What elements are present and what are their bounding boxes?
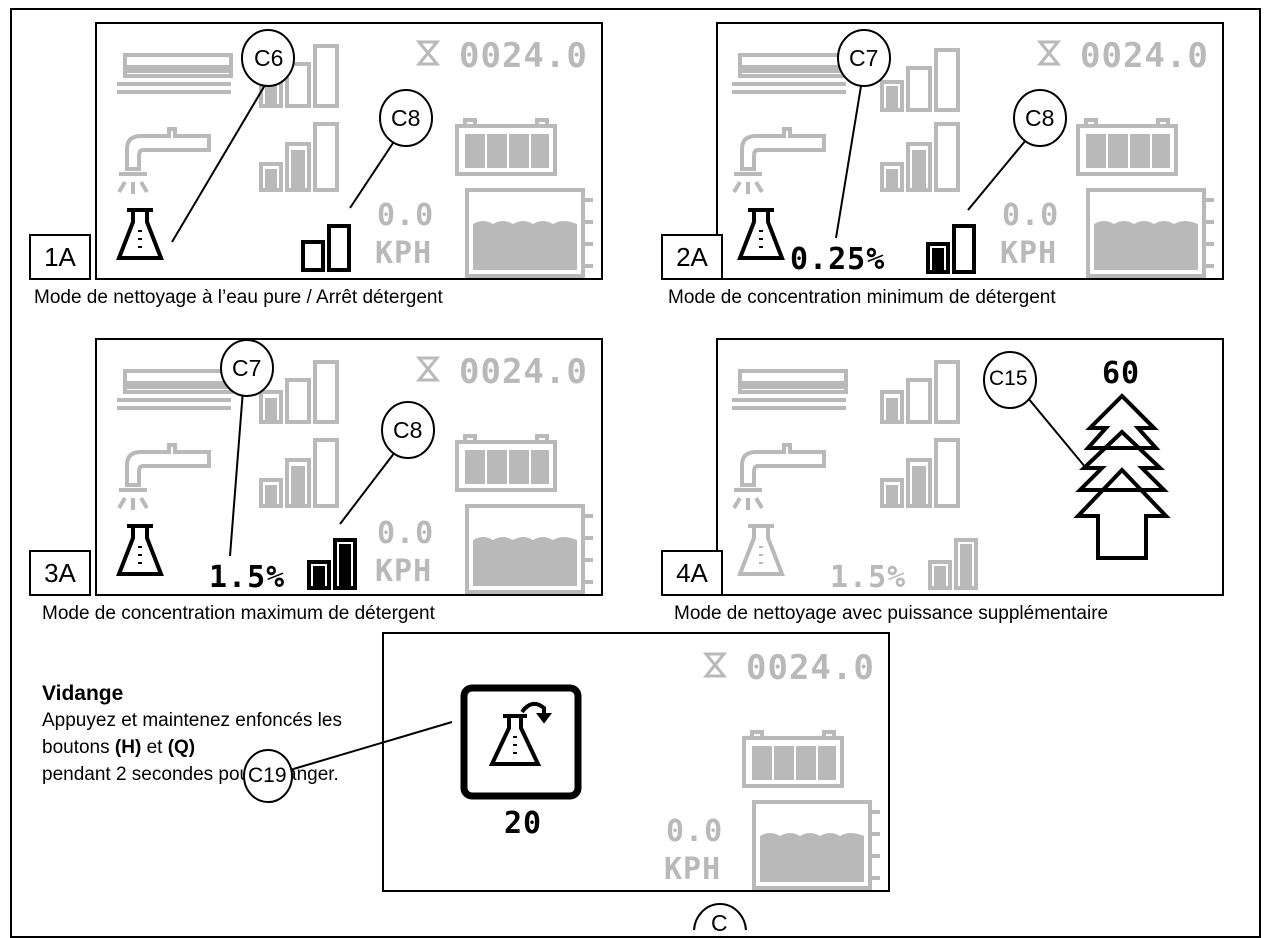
panel-4a-graphics <box>732 360 1171 590</box>
caption-3a: Mode de concentration maximum de déterge… <box>42 603 435 624</box>
hourglass-icon <box>415 40 441 66</box>
speed-unit: KPH <box>1000 236 1058 271</box>
hourglass-icon <box>1036 40 1062 66</box>
hour-meter: 0024.0 <box>746 648 875 688</box>
lcd-panel-1a: 0024.0 0.0 KPH <box>95 22 603 280</box>
mode-tag-1a: 1A <box>29 234 91 280</box>
hour-meter: 0024.0 <box>459 36 588 76</box>
detergent-level-bars-icon <box>301 224 351 272</box>
tank-level-icon <box>752 800 880 890</box>
detergent-flask-icon <box>116 208 164 260</box>
speed-value: 0.0 <box>377 198 435 233</box>
brush-icon <box>117 53 233 94</box>
detergent-level-bars-icon <box>926 224 976 274</box>
speed-unit: KPH <box>664 852 722 887</box>
purge-countdown: 20 <box>504 806 543 841</box>
hourglass-icon <box>415 356 441 382</box>
purge-panel-graphics <box>460 652 880 890</box>
lcd-panel-4a: 60 1.5% <box>716 338 1224 596</box>
speed-value: 0.0 <box>666 814 724 849</box>
detergent-level-bars-icon <box>928 538 978 590</box>
speed-unit: KPH <box>375 554 433 589</box>
brush-icon <box>117 369 233 410</box>
detergent-percent: 1.5% <box>830 560 907 595</box>
battery-icon <box>455 118 557 176</box>
water-flow-bars-icon <box>880 438 960 508</box>
brush-icon <box>732 53 848 94</box>
water-tap-icon <box>117 127 211 194</box>
callout-label-c8-2a: C8 <box>1025 105 1055 131</box>
panel-3a-graphics <box>116 356 593 594</box>
callout-label-c-bottom: C <box>711 910 728 936</box>
battery-icon <box>1076 118 1178 176</box>
lcd-panel-2a: 0.25% 0024.0 0.0 KPH <box>716 22 1224 280</box>
brush-pressure-bars-icon <box>880 48 960 112</box>
callout-label-c7-3a: C7 <box>232 355 262 381</box>
hour-meter: 0024.0 <box>1080 36 1209 76</box>
water-flow-bars-icon <box>259 122 339 192</box>
detergent-flask-icon <box>737 208 785 260</box>
lcd-panel-purge: 0024.0 20 0.0 KPH <box>382 632 890 892</box>
detergent-percent: 1.5% <box>209 560 286 595</box>
battery-icon <box>455 434 557 492</box>
callout-label-c6: C6 <box>254 45 284 71</box>
boost-arrows-icon <box>1073 393 1171 560</box>
battery-icon <box>742 730 844 788</box>
purge-instructions: Vidange Appuyez et maintenez enfoncés le… <box>42 680 382 788</box>
button-q-ref: (Q) <box>167 737 196 758</box>
boost-seconds: 60 <box>1102 356 1141 391</box>
speed-value: 0.0 <box>377 516 435 551</box>
callout-label-c19: C19 <box>248 764 287 787</box>
purge-box-icon <box>460 684 582 800</box>
callout-label-c8-1a: C8 <box>391 105 421 131</box>
detergent-flask-icon <box>116 524 164 576</box>
purge-line-2: boutons (H) et (Q) <box>42 737 196 758</box>
callout-label-c8-3a: C8 <box>393 417 423 443</box>
caption-4a: Mode de nettoyage avec puissance supplém… <box>674 603 1109 624</box>
brush-pressure-bars-icon <box>259 360 339 424</box>
water-flow-bars-icon <box>880 122 960 192</box>
lcd-panel-3a: 1.5% 0024.0 0.0 KPH <box>95 338 603 596</box>
detergent-percent: 0.25% <box>790 242 886 277</box>
hour-meter: 0024.0 <box>459 352 588 392</box>
hourglass-icon <box>702 652 728 678</box>
callout-label-c7-2a: C7 <box>849 45 879 71</box>
caption-2a: Mode de concentration minimum de déterge… <box>668 287 1056 308</box>
button-h-ref: (H) <box>114 737 142 758</box>
detergent-flask-icon <box>737 524 785 576</box>
water-tap-icon <box>732 443 826 510</box>
mode-tag-4a: 4A <box>661 550 723 596</box>
panel-2a-graphics <box>732 40 1214 278</box>
purge-line-3: pendant 2 secondes pour vidanger. <box>42 764 339 785</box>
tank-level-icon <box>465 188 593 278</box>
speed-unit: KPH <box>375 236 433 271</box>
callout-label-c15: C15 <box>989 367 1028 390</box>
tank-level-icon <box>465 504 593 594</box>
purge-title: Vidange <box>42 682 124 705</box>
purge-line-1: Appuyez et maintenez enfoncés les <box>42 710 342 731</box>
mode-tag-3a: 3A <box>29 550 91 596</box>
water-tap-icon <box>117 443 211 510</box>
caption-1a: Mode de nettoyage à l’eau pure / Arrêt d… <box>34 287 443 308</box>
water-flow-bars-icon <box>259 438 339 508</box>
brush-pressure-bars-icon <box>880 360 960 424</box>
speed-value: 0.0 <box>1002 198 1060 233</box>
tank-level-icon <box>1086 188 1214 278</box>
mode-tag-2a: 2A <box>661 234 723 280</box>
brush-icon <box>732 369 848 410</box>
detergent-level-bars-icon <box>307 538 357 590</box>
water-tap-icon <box>732 127 826 194</box>
